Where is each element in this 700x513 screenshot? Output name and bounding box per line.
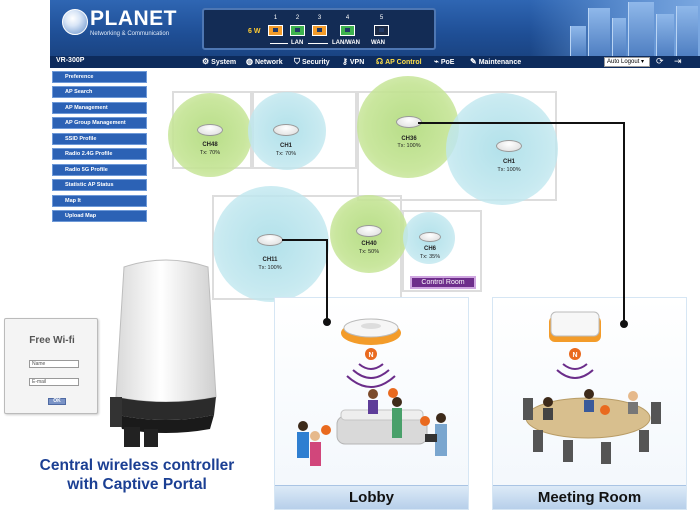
sidebar-item-ssid-profile[interactable]: SSID Profile bbox=[52, 133, 147, 145]
ap-tx-label: Tx: 70% bbox=[275, 151, 297, 157]
ap-channel-label: CH48 bbox=[202, 142, 218, 148]
globe-icon: ◍ bbox=[246, 57, 253, 66]
top-navigation-bar: VR-300P ⚙System ◍Network ⛉Security ⚷VPN … bbox=[50, 56, 700, 68]
port-1[interactable] bbox=[268, 25, 283, 36]
access-point-icon[interactable] bbox=[257, 234, 283, 246]
ap-tx-label: Tx: 100% bbox=[258, 265, 282, 271]
meeting-room-label-bar: Meeting Room bbox=[493, 485, 686, 509]
access-point-icon[interactable] bbox=[496, 140, 522, 152]
caption-line-1: Central wireless controller bbox=[39, 457, 235, 474]
port-number-5: 5 bbox=[379, 15, 384, 21]
access-point-icon[interactable] bbox=[356, 225, 382, 237]
antenna-icon: ☊ bbox=[376, 57, 384, 66]
planet-logo: PLANET Networking & Communication bbox=[62, 7, 182, 43]
wan-label: WAN bbox=[371, 40, 385, 46]
control-room-label: Control Room bbox=[410, 276, 476, 289]
ap-tx-label: Tx: 50% bbox=[358, 249, 380, 255]
sidebar-item-ap-group-management[interactable]: AP Group Management bbox=[52, 117, 147, 129]
wrench-icon: ✎ bbox=[470, 57, 477, 66]
svg-text:N: N bbox=[572, 352, 577, 359]
caption: Central wireless controller with Captive… bbox=[4, 456, 270, 494]
svg-text:N: N bbox=[368, 352, 373, 359]
port-2[interactable] bbox=[290, 25, 305, 36]
lan-wan-label: LAN/WAN bbox=[332, 40, 360, 46]
logo-tagline: Networking & Communication bbox=[90, 31, 170, 37]
port-number-4: 4 bbox=[345, 15, 350, 21]
ap-channel-label: CH6 bbox=[423, 246, 436, 252]
port-number-1: 1 bbox=[273, 15, 278, 21]
access-point-icon[interactable] bbox=[419, 232, 441, 242]
caption-line-2: with Captive Portal bbox=[67, 476, 207, 493]
meeting-room-label: Meeting Room bbox=[537, 489, 642, 506]
lobby-label: Lobby bbox=[349, 489, 394, 506]
nav-network[interactable]: ◍Network bbox=[246, 57, 283, 66]
portal-title: Free Wi-fi bbox=[29, 335, 75, 346]
lan-label: LAN bbox=[291, 40, 304, 46]
portal-name-field[interactable]: Name bbox=[29, 360, 79, 368]
ap-channel-label: CH1 bbox=[279, 143, 292, 149]
nav-vpn[interactable]: ⚷VPN bbox=[342, 57, 365, 66]
ap-channel-label: CH1 bbox=[502, 159, 515, 165]
outdoor-access-point-image bbox=[110, 259, 217, 447]
ap-tx-label: Tx: 35% bbox=[419, 254, 441, 260]
access-point-icon[interactable] bbox=[197, 124, 223, 136]
power-indicator: 6 W bbox=[248, 28, 261, 35]
connector-line bbox=[326, 239, 328, 321]
ap-channel-label: CH36 bbox=[401, 136, 417, 142]
ap-channel-label: CH40 bbox=[361, 241, 377, 247]
shield-icon: ⛉ bbox=[294, 57, 300, 66]
key-icon: ⚷ bbox=[342, 57, 348, 66]
device-front-panel: 6 W 1 2 3 4 5 LAN LAN/WAN WAN bbox=[202, 8, 436, 50]
ap-tx-label: Tx: 100% bbox=[397, 143, 421, 149]
meeting-room-illustration: N bbox=[523, 311, 661, 464]
connector-line bbox=[623, 122, 625, 324]
access-point-icon[interactable] bbox=[273, 124, 299, 136]
nav-security[interactable]: ⛉Security bbox=[294, 57, 330, 66]
sidebar-item-preference[interactable]: Preference bbox=[52, 71, 147, 83]
sidebar-item-ap-management[interactable]: AP Management bbox=[52, 102, 147, 114]
connector-dot bbox=[620, 320, 628, 328]
sidebar-item-ap-search[interactable]: AP Search bbox=[52, 86, 147, 98]
captive-portal-card: Free Wi-fi Name E-mail OK bbox=[4, 318, 98, 414]
port-number-3: 3 bbox=[317, 15, 322, 21]
sidebar-item-radio-24g-profile[interactable]: Radio 2.4G Profile bbox=[52, 148, 147, 160]
city-skyline-graphic bbox=[530, 0, 700, 56]
plug-icon: ⌁ bbox=[434, 57, 439, 66]
port-4[interactable] bbox=[340, 25, 355, 36]
lobby-scene: N Lobby bbox=[274, 297, 469, 510]
meeting-room-scene: N Meeting Room bbox=[492, 297, 687, 510]
nav-poe[interactable]: ⌁PoE bbox=[434, 57, 455, 66]
logout-icon[interactable]: ⇥ bbox=[674, 56, 682, 66]
sidebar-item-upload-map[interactable]: Upload Map bbox=[52, 210, 147, 222]
connector-line bbox=[418, 122, 624, 124]
lobby-illustration: N bbox=[297, 318, 447, 466]
lobby-label-bar: Lobby bbox=[275, 485, 468, 509]
connector-line bbox=[282, 239, 327, 241]
sidebar-item-statistic-ap-status[interactable]: Statistic AP Status bbox=[52, 179, 147, 191]
auto-logout-select[interactable]: Auto Logout ▾ bbox=[604, 57, 650, 67]
gear-icon: ⚙ bbox=[202, 57, 210, 66]
header-banner: PLANET Networking & Communication 6 W 1 … bbox=[50, 0, 700, 56]
nav-system[interactable]: ⚙System bbox=[202, 57, 237, 66]
connector-dot bbox=[323, 318, 331, 326]
sidebar-item-map-it[interactable]: Map It bbox=[52, 195, 147, 207]
refresh-icon[interactable]: ⟳ bbox=[656, 56, 664, 66]
ap-tx-label: Tx: 100% bbox=[497, 167, 521, 173]
portal-email-field[interactable]: E-mail bbox=[29, 378, 79, 386]
globe-icon bbox=[62, 9, 88, 35]
portal-ok-button[interactable]: OK bbox=[48, 398, 66, 405]
port-number-2: 2 bbox=[295, 15, 300, 21]
sidebar-item-radio-5g-profile[interactable]: Radio 5G Profile bbox=[52, 164, 147, 176]
ap-tx-label: Tx: 70% bbox=[199, 150, 221, 156]
ap-channel-label: CH11 bbox=[262, 257, 278, 263]
nav-maintenance[interactable]: ✎Maintenance bbox=[470, 57, 522, 66]
nav-ap-control[interactable]: ☊AP Control bbox=[376, 57, 422, 66]
logo-brand: PLANET bbox=[90, 7, 177, 30]
model-name: VR-300P bbox=[56, 57, 85, 64]
port-5[interactable] bbox=[374, 25, 389, 36]
port-3[interactable] bbox=[312, 25, 327, 36]
